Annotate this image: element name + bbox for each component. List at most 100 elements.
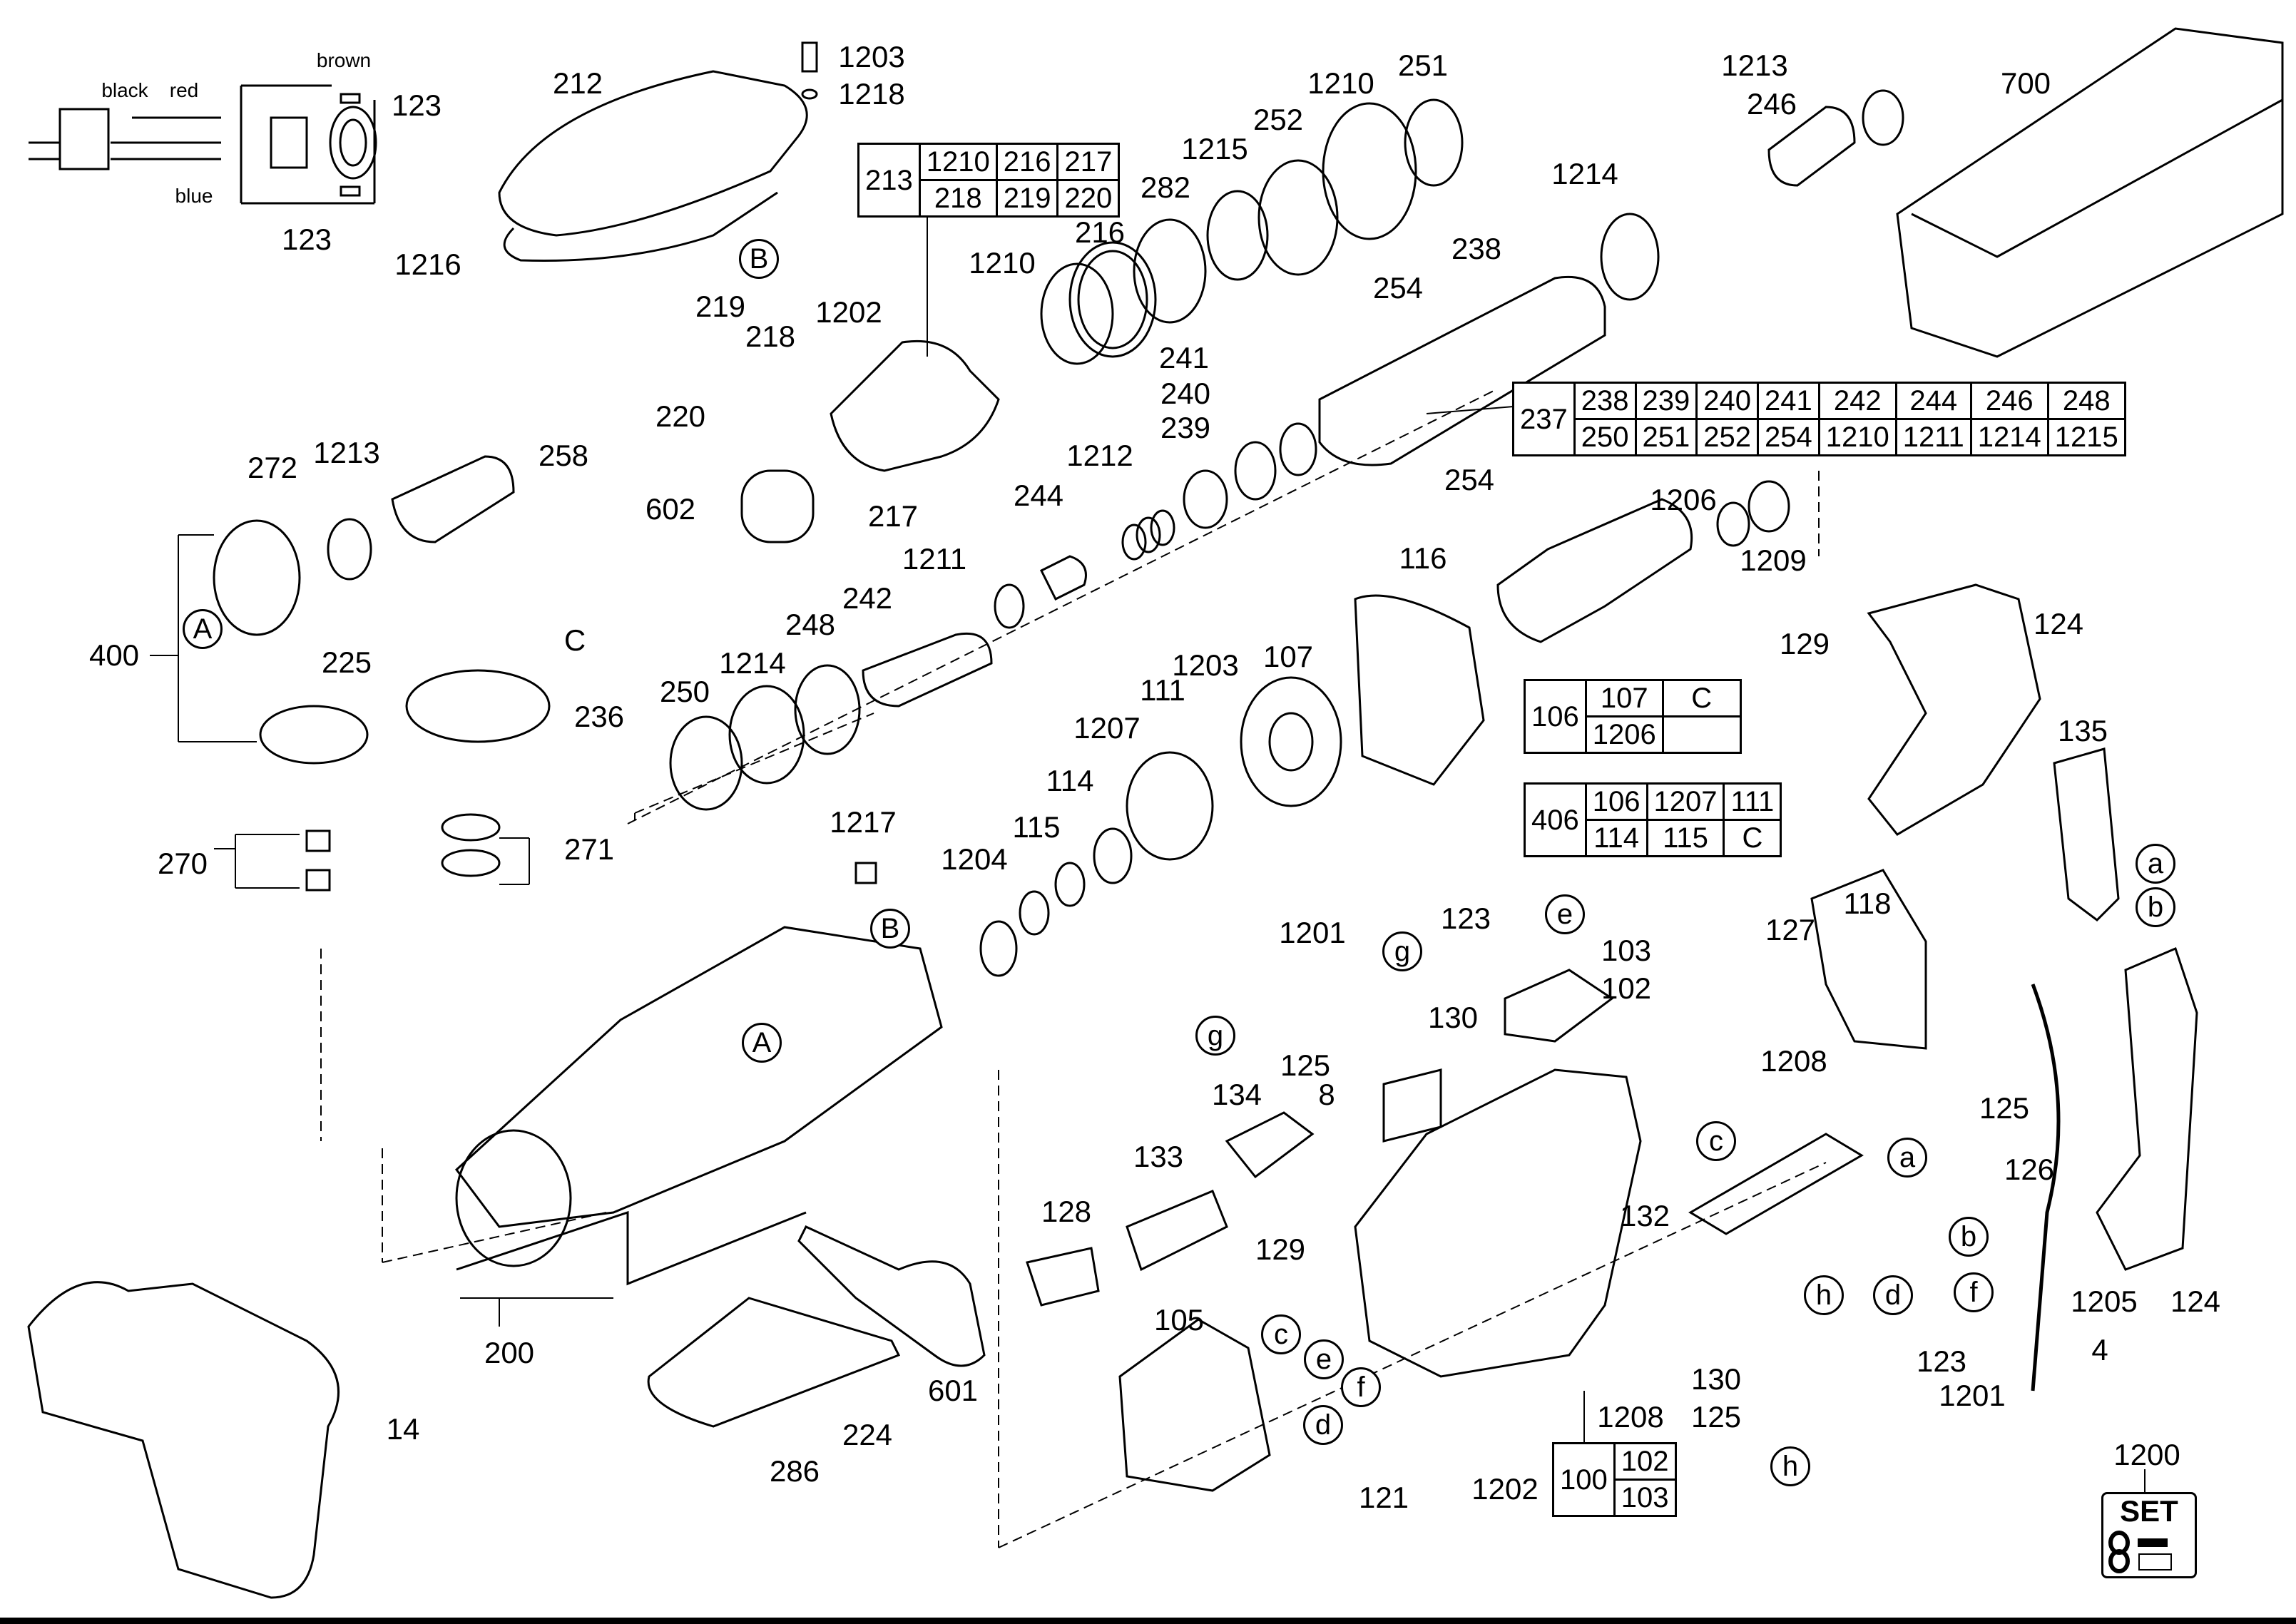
group-cell: 1211 <box>1894 418 1972 456</box>
part-number-label: 1207 <box>1073 711 1141 745</box>
part-number-label: 1200 <box>2113 1438 2180 1471</box>
part-number-label: 282 <box>1140 170 1191 204</box>
group-cell: 219 <box>995 179 1059 218</box>
connection-callout: e <box>1304 1339 1344 1379</box>
part-number-label: 125 <box>1280 1048 1331 1082</box>
part-number-label: 123 <box>281 223 332 256</box>
part-number-label: 1202 <box>1471 1472 1539 1506</box>
group-cell: 216 <box>995 143 1059 181</box>
connection-callout: f <box>1341 1367 1381 1407</box>
part-number-label: 102 <box>1601 971 1652 1005</box>
side-handle-part <box>27 1281 340 1599</box>
part-number-label: 130 <box>1427 1001 1479 1034</box>
connection-callout: g <box>1195 1016 1235 1056</box>
part-number-label: 242 <box>842 581 893 615</box>
part-number-label: 1213 <box>313 436 380 469</box>
part-number-label: 115 <box>1012 810 1061 844</box>
ram-part <box>669 422 1317 811</box>
group-table-100: 100 102 103 <box>1552 1442 1677 1517</box>
connection-callout: f <box>1954 1272 1994 1312</box>
part-number-label: 103 <box>1601 934 1652 967</box>
part-number-label: 1218 <box>838 77 905 111</box>
group-cell: 220 <box>1056 179 1121 218</box>
part-number-label: 105 <box>1153 1303 1205 1337</box>
group-cell: 250 <box>1573 418 1637 456</box>
part-number-label: 116 <box>1399 541 1447 575</box>
group-cell: 217 <box>1056 143 1121 181</box>
gearbox-housing-part <box>454 926 943 1286</box>
part-number-label: 1203 <box>1172 648 1239 682</box>
part-number-label: 220 <box>655 399 706 433</box>
part-number-label: 111 <box>1140 673 1185 707</box>
connection-callout: b <box>1949 1217 1989 1257</box>
connection-callout: c <box>1261 1314 1301 1354</box>
part-number-label: 250 <box>659 675 710 708</box>
part-number-label: 130 <box>1690 1362 1742 1396</box>
part-number-label: 1204 <box>941 842 1008 876</box>
set-badge-label: SET <box>2120 1494 2178 1528</box>
part-number-label: 129 <box>1779 627 1830 660</box>
bottom-border <box>0 1618 2296 1624</box>
part-number-label: 107 <box>1262 640 1314 673</box>
group-cell: 114 <box>1584 819 1648 857</box>
group-cell: 248 <box>2046 382 2126 420</box>
armature-part <box>854 480 1790 977</box>
connection-callout: B <box>870 909 910 949</box>
part-number-label: 1217 <box>830 805 897 839</box>
group-cell <box>1661 715 1742 754</box>
group-head: 213 <box>857 143 921 218</box>
connection-callout: h <box>1770 1446 1810 1486</box>
group-cell: C <box>1723 819 1782 857</box>
part-number-label: 4 <box>2091 1333 2108 1367</box>
part-number-label: 258 <box>538 439 589 472</box>
tool-holder-part <box>1767 89 1904 187</box>
wire-label-brown: brown <box>316 49 372 71</box>
group-cell: 1206 <box>1584 715 1664 754</box>
part-number-label: 125 <box>1690 1400 1742 1434</box>
part-number-label: 240 <box>1160 377 1211 410</box>
part-number-label: 1216 <box>394 247 461 281</box>
group-cell: 252 <box>1695 418 1759 456</box>
group-cell: 251 <box>1634 418 1698 456</box>
bolt-part <box>801 41 818 100</box>
part-number-label: 272 <box>247 451 298 484</box>
part-number-label: 238 <box>1451 232 1502 265</box>
connection-callout: b <box>2136 887 2175 927</box>
connection-callout: g <box>1382 931 1422 971</box>
group-cell: 1214 <box>1969 418 2049 456</box>
part-number-label: 1215 <box>1181 132 1248 165</box>
group-cell: 238 <box>1573 382 1637 420</box>
cylinder-part <box>830 98 1464 472</box>
part-number-label: 217 <box>867 499 919 533</box>
part-number-label: 216 <box>1074 215 1126 249</box>
connection-callout: A <box>183 609 223 649</box>
part-number-label: 218 <box>745 320 796 353</box>
group-cell: C <box>1661 679 1742 717</box>
part-number-label: 225 <box>321 645 372 679</box>
group-head: 100 <box>1552 1442 1616 1517</box>
part-number-label: 1209 <box>1740 543 1807 577</box>
bottom-cover-part <box>647 1297 901 1428</box>
set-badge: SET <box>2101 1492 2197 1578</box>
part-number-label: 125 <box>1979 1091 2030 1125</box>
part-number-label: 124 <box>2170 1285 2221 1318</box>
part-number-label: 239 <box>1160 411 1211 444</box>
group-cell: 246 <box>1969 382 2049 420</box>
group-cell: 1207 <box>1646 782 1725 821</box>
part-number-label: 123 <box>1916 1344 1967 1378</box>
switch-part <box>1688 583 2198 1391</box>
part-number-label: 286 <box>769 1454 820 1488</box>
part-number-label: 200 <box>484 1336 535 1369</box>
part-number-label: 224 <box>842 1418 893 1451</box>
group-cell: 115 <box>1646 819 1725 857</box>
group-cell: 1210 <box>1817 418 1897 456</box>
connection-callout: a <box>2136 844 2175 884</box>
group-cell: 111 <box>1723 782 1782 821</box>
part-number-label: 602 <box>645 492 696 526</box>
part-number-label: 1210 <box>969 246 1036 280</box>
part-number-label: 14 <box>386 1412 420 1446</box>
